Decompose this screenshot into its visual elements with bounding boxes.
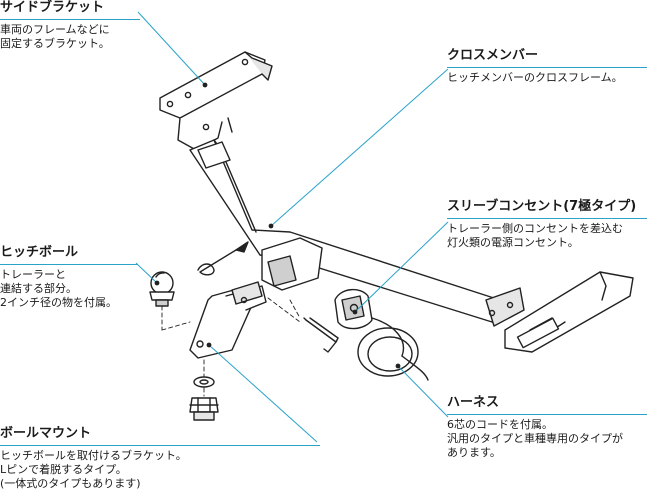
- leader-harness: [397, 365, 449, 418]
- nut-part: [189, 397, 219, 421]
- callout-desc: ヒッチボールを取付けるブラケット。 Lピンで着脱するタイプ。 (一体式のタイプも…: [0, 449, 187, 490]
- leader-side-bracket: [137, 11, 206, 86]
- callout-hitch-ball: ヒッチボール トレーラーと 連結する部分。 2インチ径の物を付属。: [0, 245, 138, 310]
- callout-title: クロスメンバー: [447, 48, 539, 63]
- callout-rule: [447, 67, 647, 68]
- callout-title: ヒッチボール: [0, 245, 79, 260]
- callout-title: ボールマウント: [0, 426, 92, 441]
- callout-sleeve-outlet: スリーブコンセント(7極タイプ) トレーラー側のコンセントを差込む 灯火類の電源…: [447, 199, 647, 250]
- right-bracket-part: [504, 271, 634, 353]
- receiver-box-part: [261, 237, 323, 291]
- leader-ball-mount: [208, 344, 318, 443]
- callout-desc: 6芯のコードを付属。 汎用のタイプと車種専用のタイプが あります。: [447, 418, 623, 459]
- assembly-guide-lines: [161, 297, 301, 397]
- l-pin-part: [303, 317, 339, 353]
- leader-hitch-ball: [135, 262, 158, 284]
- callout-title: ハーネス: [447, 395, 500, 410]
- callout-rule: [0, 19, 140, 20]
- sleeve-outlet-part: [334, 289, 373, 330]
- leader-cross-member: [270, 68, 449, 227]
- callout-rule: [0, 445, 320, 446]
- leader-dots: [154, 82, 401, 369]
- ball-mount-part: [189, 281, 267, 359]
- side-bracket-part: [159, 51, 273, 151]
- harness-part: [357, 317, 429, 381]
- callout-rule: [0, 264, 138, 265]
- callout-desc: トレーラーと 連結する部分。 2インチ径の物を付属。: [0, 268, 117, 309]
- hitch-ball-part: [149, 271, 175, 307]
- callout-title: サイドブラケット: [0, 0, 105, 15]
- lock-washer-part: [193, 376, 215, 388]
- callout-desc: ヒッチメンバーのクロスフレーム。: [447, 71, 623, 84]
- callout-desc: トレーラー側のコンセントを差込む 灯火類の電源コンセント。: [447, 222, 623, 249]
- clip-pin-part: [197, 241, 249, 276]
- leader-sleeve-outlet: [354, 221, 449, 313]
- callout-title: スリーブコンセント(7極タイプ): [447, 199, 637, 214]
- callout-rule: [447, 218, 647, 219]
- callout-cross-member: クロスメンバー ヒッチメンバーのクロスフレーム。: [447, 48, 647, 85]
- callout-rule: [447, 414, 647, 415]
- callout-harness: ハーネス 6芯のコードを付属。 汎用のタイプと車種専用のタイプが あります。: [447, 395, 647, 460]
- callout-desc: 車両のフレームなどに 固定するブラケット。: [0, 23, 110, 50]
- callout-side-bracket: サイドブラケット 車両のフレームなどに 固定するブラケット。: [0, 0, 140, 51]
- callout-ball-mount: ボールマウント ヒッチボールを取付けるブラケット。 Lピンで着脱するタイプ。 (…: [0, 426, 320, 491]
